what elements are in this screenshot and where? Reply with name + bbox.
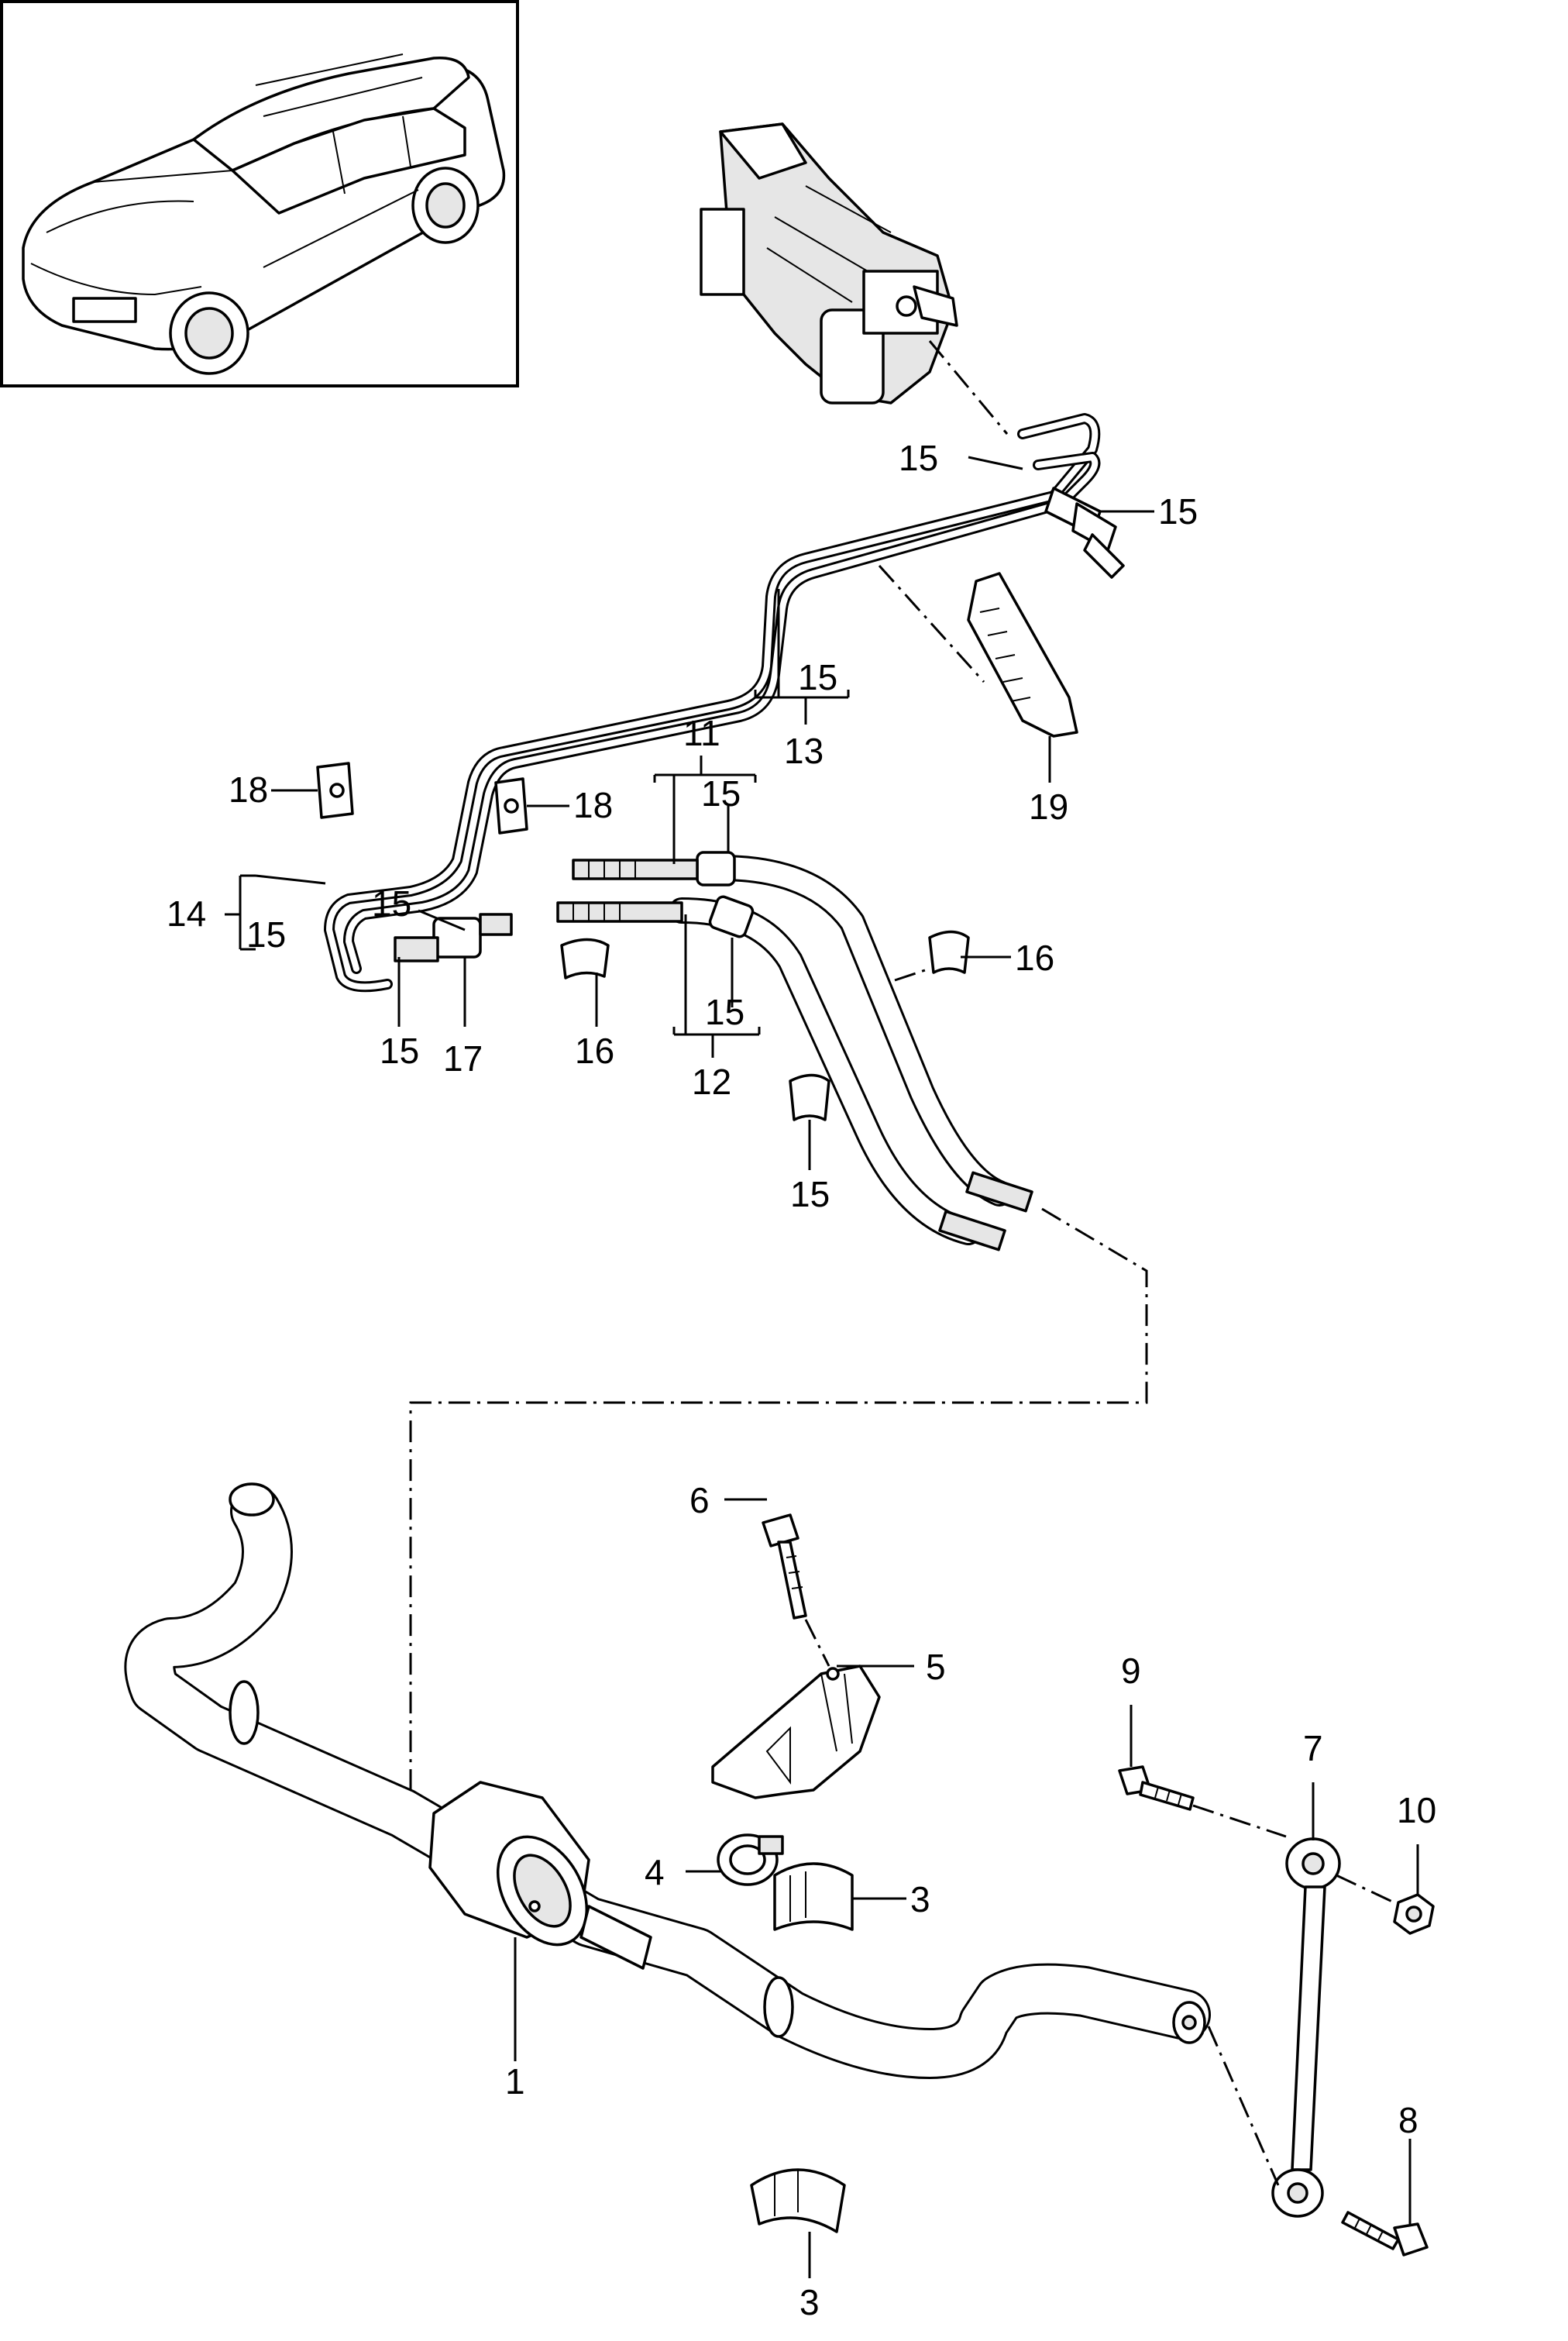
callout-3-lower: 3 bbox=[799, 2282, 820, 2322]
callout-3-upper: 3 bbox=[910, 1879, 930, 1919]
pipe-holder-clip[interactable] bbox=[967, 572, 1078, 738]
grommet-15[interactable] bbox=[789, 1073, 830, 1121]
callout-7: 7 bbox=[1303, 1728, 1323, 1768]
clamp-4[interactable] bbox=[717, 1833, 784, 1886]
callout-13: 13 bbox=[784, 731, 824, 771]
callout-14: 14 bbox=[167, 893, 206, 934]
bolt-9[interactable] bbox=[1118, 1765, 1195, 1811]
vehicle-thumbnail[interactable] bbox=[0, 0, 519, 387]
callout-15-bracket-14: 15 bbox=[246, 914, 286, 955]
callout-15-unit-right: 15 bbox=[1158, 491, 1198, 532]
leader-lines bbox=[225, 456, 1419, 2278]
nut-10[interactable] bbox=[1393, 1893, 1435, 1935]
callout-8: 8 bbox=[1398, 2100, 1418, 2140]
callout-4: 4 bbox=[645, 1852, 665, 1892]
bushing-3-upper[interactable] bbox=[773, 1862, 854, 1931]
steering-hydraulic-unit-icon bbox=[700, 122, 958, 405]
callout-11: 11 bbox=[683, 713, 720, 753]
callout-18-right: 18 bbox=[573, 785, 613, 825]
callout-12: 12 bbox=[692, 1062, 731, 1102]
callout-15-pipe: 15 bbox=[798, 657, 837, 697]
grommet-16-right[interactable] bbox=[928, 930, 970, 974]
flexible-hose-set[interactable] bbox=[556, 851, 1033, 1251]
bolt-8[interactable] bbox=[1341, 2211, 1429, 2257]
clamp-18-left[interactable] bbox=[316, 762, 354, 819]
callout-15-connector: 15 bbox=[372, 883, 411, 924]
callout-16-right: 16 bbox=[1015, 938, 1054, 978]
callout-6: 6 bbox=[689, 1480, 710, 1520]
callout-15-hose-top: 15 bbox=[701, 773, 741, 814]
callout-19: 19 bbox=[1029, 787, 1068, 827]
stabilizer-link-7[interactable] bbox=[1271, 1837, 1341, 2218]
callout-15-unit-left: 15 bbox=[899, 438, 938, 478]
bracket-5[interactable] bbox=[711, 1665, 881, 1799]
callout-18-left: 18 bbox=[229, 769, 268, 810]
callout-15-lower-left: 15 bbox=[380, 1031, 419, 1071]
grommet-16-left[interactable] bbox=[560, 938, 610, 979]
suv-overview-icon bbox=[22, 53, 506, 375]
stabilizer-bar[interactable] bbox=[124, 1482, 1211, 2079]
bushing-3-lower[interactable] bbox=[750, 2168, 846, 2233]
callout-9: 9 bbox=[1121, 1651, 1141, 1691]
callout-15-hose-bottom: 15 bbox=[705, 992, 744, 1032]
pipe-connector-17[interactable] bbox=[394, 913, 513, 962]
hydraulic-pipe-assembly[interactable] bbox=[324, 413, 1125, 993]
callout-16-left: 16 bbox=[575, 1031, 614, 1071]
callout-17: 17 bbox=[443, 1038, 483, 1079]
callout-5: 5 bbox=[926, 1647, 946, 1687]
bolt-6[interactable] bbox=[762, 1513, 807, 1620]
clamp-18-right[interactable] bbox=[494, 777, 528, 835]
callout-10: 10 bbox=[1397, 1790, 1436, 1830]
callout-15-grommet: 15 bbox=[790, 1174, 830, 1214]
callout-1: 1 bbox=[505, 2061, 525, 2102]
callout-labels: 15 15 15 13 19 11 15 18 18 14 15 15 15 1… bbox=[167, 438, 1436, 2322]
